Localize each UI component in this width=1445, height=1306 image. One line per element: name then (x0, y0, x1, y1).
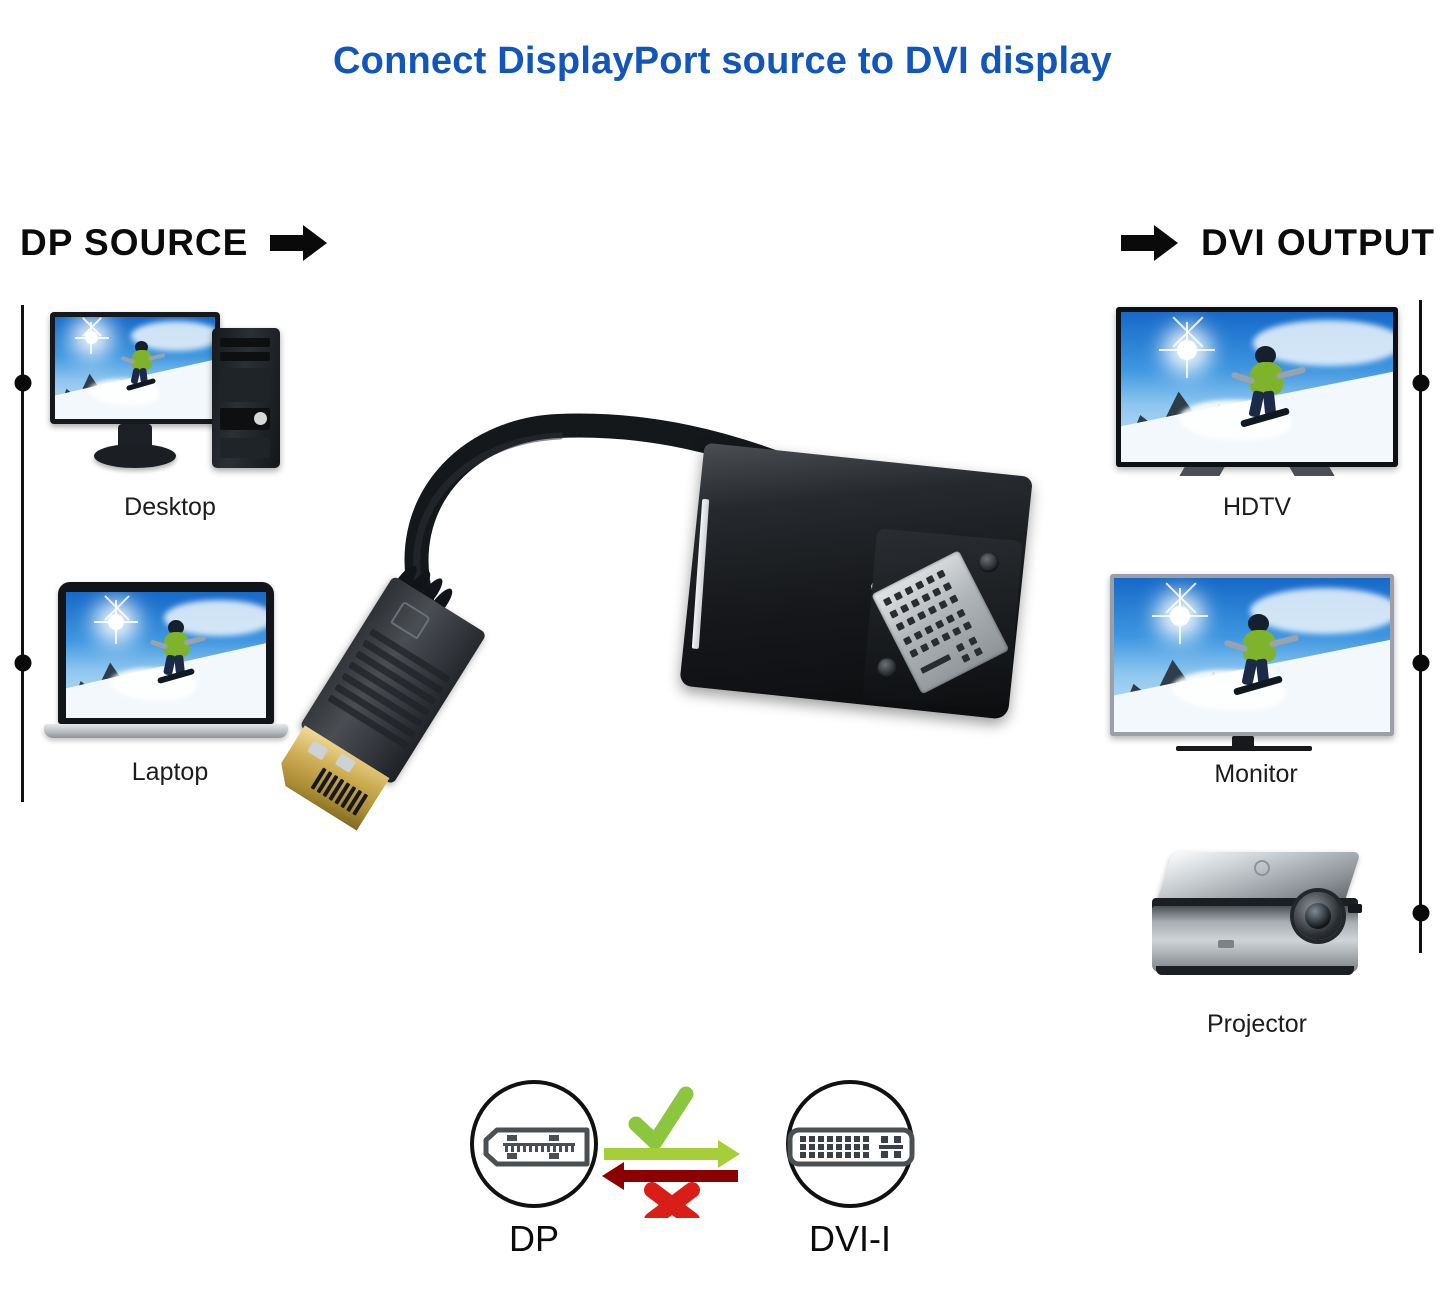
page-title: Connect DisplayPort source to DVI displa… (333, 40, 1112, 82)
dp-logo-badge (390, 600, 431, 640)
screen-image (1121, 312, 1393, 462)
displayport-to-dvi-adapter (330, 400, 1090, 860)
device-projector: Projector (1142, 846, 1372, 1039)
dvi-compat-label: DVI-I (808, 1218, 891, 1259)
device-label: Desktop (124, 493, 216, 521)
device-label: HDTV (1222, 493, 1292, 521)
device-label: Laptop (131, 758, 209, 786)
rail-dot-projector (1412, 904, 1429, 922)
hdtv-icon (1112, 305, 1402, 481)
screen-image (55, 317, 215, 419)
adapter-housing (679, 442, 1033, 720)
rail-dot-desktop (14, 374, 31, 392)
dvi-output-header: DVI OUTPUT (1120, 222, 1435, 264)
dvi-output-label: DVI OUTPUT (1200, 222, 1435, 263)
device-label: Monitor (1214, 760, 1298, 788)
compatibility-diagram: DP (450, 1078, 970, 1293)
arrow-right-icon (1120, 225, 1178, 261)
desktop-computer-icon (40, 310, 300, 485)
source-rail (14, 305, 31, 802)
device-monitor: Monitor (1108, 572, 1404, 789)
cross-mark-icon (644, 1182, 700, 1218)
compatibility-arrows (602, 1086, 740, 1218)
rail-dot-hdtv (1412, 374, 1429, 392)
projector-icon (1142, 846, 1372, 996)
thumbscrew-hole-top (977, 551, 1000, 574)
dp-source-header: DP SOURCE (20, 222, 328, 264)
device-desktop: Desktop (40, 310, 300, 522)
dvi-i-port-icon (787, 1127, 915, 1167)
rail-dot-monitor (1412, 654, 1429, 672)
dvi-port-circle (786, 1080, 915, 1208)
check-mark-icon (628, 1086, 694, 1150)
arrow-right-icon (604, 1140, 740, 1168)
rail-dot-laptop (14, 654, 31, 672)
device-label: Projector (1206, 1010, 1308, 1038)
arrow-right-icon (270, 225, 328, 261)
displayport-port-icon (483, 1127, 590, 1167)
thumbscrew-hole-bottom (876, 657, 898, 679)
screen-image (1114, 578, 1390, 732)
monitor-icon (1108, 572, 1404, 751)
dp-source-label: DP SOURCE (20, 222, 249, 263)
dp-port-circle (470, 1080, 598, 1208)
output-rail (1412, 300, 1429, 953)
device-laptop: Laptop (40, 578, 300, 787)
screen-image (66, 592, 266, 718)
dp-compat-label: DP (508, 1218, 559, 1259)
laptop-icon (40, 578, 300, 750)
device-hdtv: HDTV (1112, 305, 1402, 522)
arrow-left-icon (602, 1162, 738, 1190)
